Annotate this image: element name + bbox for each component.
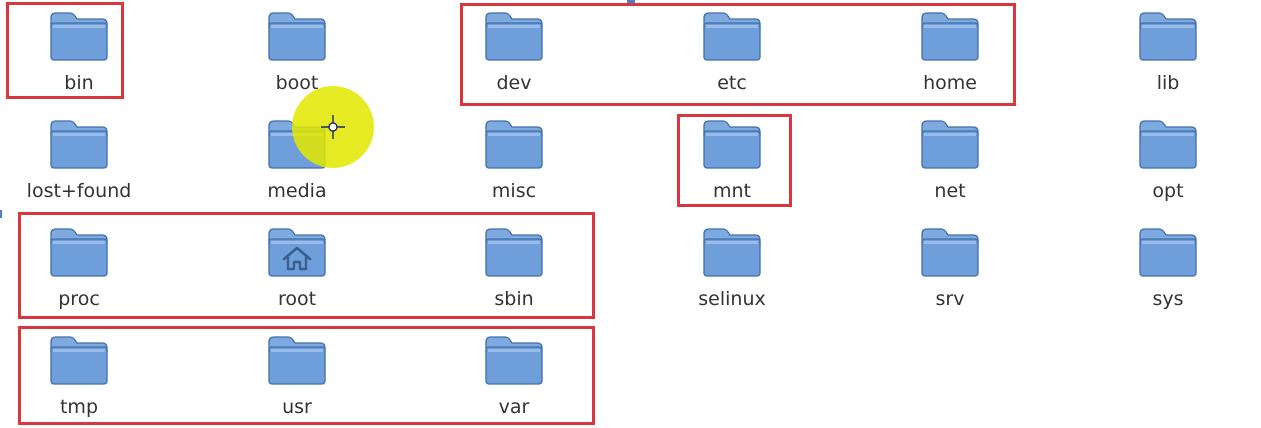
folder-item-misc[interactable]: misc <box>439 108 589 212</box>
folder-item-dev[interactable]: dev <box>439 0 589 104</box>
file-label: var <box>498 396 530 418</box>
file-label: sys <box>1152 288 1184 310</box>
folder-icon <box>703 120 761 169</box>
file-label: sbin <box>494 288 534 310</box>
folder-icon <box>50 228 108 277</box>
file-label: bin <box>64 72 94 94</box>
folder-icon <box>268 12 326 61</box>
file-label: selinux <box>698 288 766 310</box>
file-label: opt <box>1152 180 1184 202</box>
folder-item-media[interactable]: media <box>222 108 372 212</box>
file-label: proc <box>58 288 100 310</box>
folder-icon <box>50 12 108 61</box>
folder-item-etc[interactable]: etc <box>657 0 807 104</box>
folder-icon <box>1139 120 1197 169</box>
folder-icon <box>921 228 979 277</box>
folder-icon <box>485 336 543 385</box>
folder-item-sbin[interactable]: sbin <box>439 216 589 320</box>
file-label: mnt <box>713 180 751 202</box>
folder-icon <box>485 12 543 61</box>
folder-icon <box>921 12 979 61</box>
folder-item-bin[interactable]: bin <box>4 0 154 104</box>
file-label: tmp <box>59 396 99 418</box>
folder-icon <box>485 120 543 169</box>
edge-mark <box>627 0 635 3</box>
folder-item-usr[interactable]: usr <box>222 324 372 428</box>
folder-item-proc[interactable]: proc <box>4 216 154 320</box>
folder-item-tmp[interactable]: tmp <box>4 324 154 428</box>
file-label: net <box>934 180 966 202</box>
home-folder-icon <box>268 228 326 277</box>
folder-icon <box>921 120 979 169</box>
folder-item-boot[interactable]: boot <box>222 0 372 104</box>
folder-icon <box>50 336 108 385</box>
folder-icon <box>703 12 761 61</box>
file-label: media <box>267 180 327 202</box>
file-label: lost+found <box>26 180 132 202</box>
file-label: usr <box>282 396 312 418</box>
folder-item-lib[interactable]: lib <box>1093 0 1243 104</box>
folder-item-selinux[interactable]: selinux <box>657 216 807 320</box>
file-label: root <box>277 288 317 310</box>
file-label: dev <box>496 72 532 94</box>
folder-icon <box>268 336 326 385</box>
folder-item-srv[interactable]: srv <box>875 216 1025 320</box>
folder-icon <box>268 120 326 169</box>
folder-icon <box>703 228 761 277</box>
file-label: boot <box>275 72 319 94</box>
folder-item-net[interactable]: net <box>875 108 1025 212</box>
folder-icon <box>1139 228 1197 277</box>
folder-icon <box>1139 12 1197 61</box>
folder-item-sys[interactable]: sys <box>1093 216 1243 320</box>
file-label: etc <box>717 72 747 94</box>
folder-item-opt[interactable]: opt <box>1093 108 1243 212</box>
file-label: home <box>923 72 977 94</box>
folder-item-lost-found[interactable]: lost+found <box>4 108 154 212</box>
folder-item-mnt[interactable]: mnt <box>657 108 807 212</box>
folder-item-var[interactable]: var <box>439 324 589 428</box>
file-label: lib <box>1156 72 1180 94</box>
folder-icon <box>485 228 543 277</box>
folder-item-home[interactable]: home <box>875 0 1025 104</box>
folder-item-root[interactable]: root <box>222 216 372 320</box>
file-label: misc <box>491 180 537 202</box>
edge-mark <box>0 210 2 218</box>
folder-icon <box>50 120 108 169</box>
file-label: srv <box>935 288 965 310</box>
